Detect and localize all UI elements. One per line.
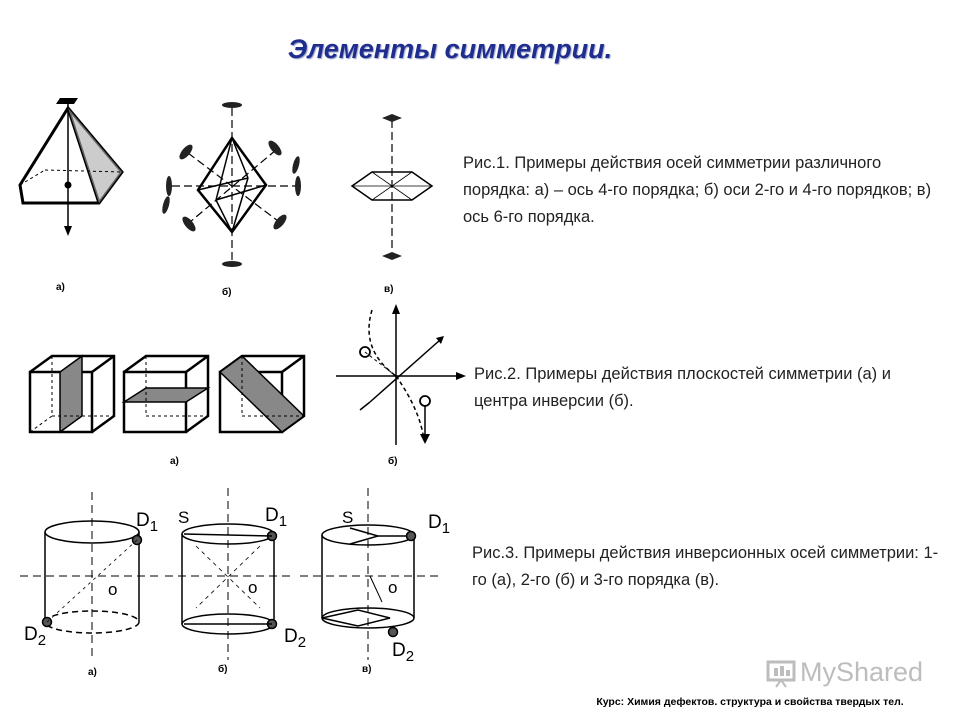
- cyl-c-o-label: o: [388, 578, 398, 597]
- fig3-label-c: в): [362, 664, 372, 675]
- fig2-label-a: а): [170, 456, 179, 467]
- cyl-a-o-label: o: [108, 580, 118, 599]
- cyl-b-s-label: S: [178, 508, 190, 527]
- figure-3-caption: Рис.3. Примеры действия инверсионных осе…: [472, 544, 939, 589]
- logo-text: MyShared: [800, 657, 924, 687]
- octahedron-figure: [162, 102, 301, 267]
- pyramid-figure: [18, 98, 124, 236]
- myshared-logo: MyShared: [766, 657, 923, 688]
- fig1-label-b: б): [222, 287, 232, 298]
- cyl-c-s-label: S: [342, 508, 354, 527]
- fig2-label-b: б): [388, 456, 398, 467]
- course-footer: Курс: Химия дефектов. структура и свойст…: [596, 696, 904, 708]
- page-title: Элементы симметрии.: [287, 34, 613, 64]
- cyl-b-d1-label: D1: [265, 505, 288, 530]
- figure-2-caption: Рис.2. Примеры действия плоскостей симме…: [474, 365, 891, 410]
- cyl-b-o-label: o: [248, 578, 258, 597]
- cyl-a-d2-label: D2: [24, 624, 47, 649]
- fig1-label-c: в): [384, 284, 394, 295]
- cyl-a-d1-label: D1: [136, 510, 159, 535]
- presentation-board-icon: [766, 660, 796, 688]
- fig1-label-a: а): [56, 282, 65, 293]
- cyl-c-d2-label: D2: [392, 640, 415, 665]
- cylinders-figure: [20, 488, 440, 660]
- fig3-label-b: б): [218, 664, 228, 675]
- inversion-center-figure: [336, 304, 466, 445]
- cyl-b-d2-label: D2: [284, 626, 307, 651]
- figure-1-caption: Рис.1. Примеры действия осей симметрии р…: [463, 154, 932, 226]
- hexagon-figure: [350, 114, 434, 260]
- cyl-c-d1-label: D1: [428, 512, 451, 537]
- axis-4-symbol: [56, 98, 78, 104]
- cubes-planes-figure: [28, 354, 306, 434]
- fig3-label-a: а): [88, 667, 97, 678]
